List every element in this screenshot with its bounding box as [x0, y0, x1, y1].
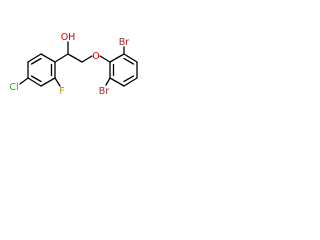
ether-oxygen-label: O [92, 51, 99, 62]
structure-diagram: OH O Br Br Cl F [0, 0, 152, 152]
fluorine-label: F [59, 86, 64, 97]
o-aryl-bond [99, 55, 111, 63]
c-cl-bond [19, 77, 29, 85]
bromine-top-label: Br [119, 37, 130, 48]
chain-bond-3 [81, 55, 93, 63]
chain-bond-1 [54, 53, 69, 63]
c-f-bond [54, 77, 61, 87]
bromine-bottom-label: Br [99, 86, 110, 97]
hydroxyl-label: OH [61, 32, 76, 43]
chain-bond-2 [67, 53, 83, 63]
molecule-drawing: OH O Br Br Cl F [9, 32, 138, 97]
right-ring [109, 53, 138, 87]
left-ring [27, 53, 56, 87]
chlorine-label: Cl [9, 82, 18, 93]
c-br-bottom-bond [105, 77, 111, 86]
